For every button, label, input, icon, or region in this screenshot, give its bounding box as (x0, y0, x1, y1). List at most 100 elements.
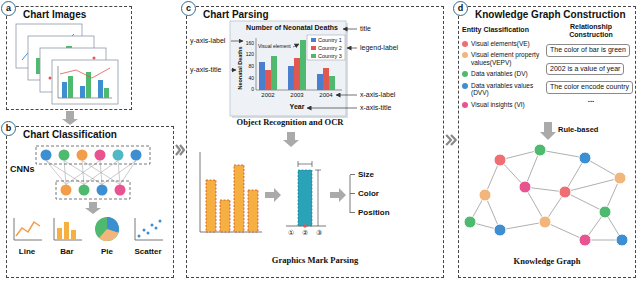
step-caption: Rule-based (558, 126, 598, 135)
network-label: CNNs (10, 164, 35, 174)
chart-type-icons-part (159, 220, 162, 223)
flow-arrow (176, 145, 184, 155)
mark-parsing-figure-part (298, 170, 312, 226)
legend-swatch (462, 102, 468, 108)
chart-type: Pie (101, 247, 113, 256)
sample-chart-part (288, 66, 294, 90)
mark-parsing-figure-part (206, 180, 216, 232)
step-letter: c (182, 2, 195, 15)
tick-label: 0 (251, 87, 254, 93)
chart-image-stack (16, 24, 118, 104)
tick-label: 80 (248, 64, 254, 70)
legend-text: Country 1 (318, 37, 342, 43)
annotation: Visual element (258, 44, 291, 50)
sample-chart-part (307, 35, 345, 60)
cnn-network-part (85, 202, 101, 214)
tick-label: 2004 (319, 92, 332, 99)
step-letter: a (2, 2, 15, 15)
chart-title: Number of Neonatal Deaths (246, 24, 338, 32)
chart-type-icons-part (155, 227, 158, 230)
knowledge-graph-part-part (579, 152, 591, 164)
sample-chart-part (293, 44, 299, 47)
chart-image-stack-part-part (98, 80, 103, 98)
callout-number: ③ (316, 229, 322, 237)
axis-title: Year (290, 103, 305, 111)
property-label: Color (358, 189, 379, 198)
leader-line-part (307, 108, 357, 109)
mark-parsing-figure-part (248, 190, 258, 232)
knowledge-graph-part-part (565, 192, 605, 212)
cnn-network-part (95, 150, 106, 161)
callout-label: y-axis-title (190, 66, 222, 74)
sample-chart-part (311, 46, 316, 50)
mark-parsing-figure-part (318, 170, 319, 226)
mark-parsing-figure-part (234, 165, 244, 232)
knowledge-graph-part-part (464, 216, 476, 228)
callout-number: ② (302, 229, 308, 237)
sample-chart-part (311, 38, 316, 42)
legend-text: Country 3 (318, 53, 342, 59)
legend-swatch (462, 71, 468, 77)
stage-panel: Chart Imagesa (6, 6, 132, 110)
knowledge-graph-part-part (545, 222, 585, 240)
chart-type-icons-part (143, 229, 146, 232)
relation-text: The color encode country (550, 83, 629, 92)
sample-chart-part (230, 21, 346, 116)
legend-text: Visual element property values(VEPV) (471, 51, 544, 66)
property-label: Position (358, 208, 390, 217)
callout-label: legend-label (360, 44, 398, 52)
chart-type-icons-part (64, 222, 69, 240)
cnn-network-part (59, 150, 70, 161)
chart-type-icons-part (135, 218, 163, 240)
ellipsis: ... (588, 95, 595, 104)
knowledge-graph-part-part (565, 178, 620, 192)
cnn-network-part (61, 185, 72, 196)
legend-swatch (462, 41, 468, 47)
mark-parsing-figure-part (220, 200, 230, 232)
chart-type-icons-part (95, 217, 119, 241)
callout-label: y-axis-label (190, 37, 225, 45)
cnn-network-part (36, 146, 150, 164)
cnn-network (36, 146, 150, 214)
chart-type-icons-part (99, 229, 118, 241)
knowledge-graph-part-part (494, 224, 506, 236)
mark-parsing-figure-part (312, 161, 313, 167)
panel-title: Chart Classification (23, 129, 117, 141)
knowledge-graph-part-part (540, 150, 585, 158)
relation-text: The color of bar is green (550, 46, 626, 55)
legend-swatch (462, 83, 468, 89)
step-caption: Knowledge Graph (514, 257, 581, 267)
chart-type: Line (19, 247, 35, 256)
sample-chart-part (323, 68, 329, 90)
leader-line-part (347, 48, 357, 49)
legend-text: Data variables (DV) (471, 70, 528, 77)
panel-title: Knowledge Graph Construction (475, 9, 626, 21)
cnn-network-part (41, 150, 52, 161)
process-arrow (283, 132, 299, 147)
cnn-network-part (115, 185, 126, 196)
cnn-network-part (131, 150, 142, 161)
leader-line (231, 29, 357, 108)
tick-label: 160 (246, 41, 254, 47)
chart-type-icons-part (14, 218, 42, 240)
stage-panel: Chart Classificationb (6, 126, 174, 278)
axis-title: Neonatal Deaths (237, 46, 243, 89)
sample-chart-part (271, 56, 277, 90)
relation-box: The color of bar is green (546, 44, 630, 57)
legend-swatch (462, 52, 468, 58)
mark-parsing-figure-part (265, 188, 281, 202)
process-arrow (540, 122, 556, 140)
flow-arrow (62, 111, 78, 125)
legend-text: Visual insights (VI) (471, 101, 525, 108)
knowledge-graph-part-part (559, 186, 571, 198)
step-caption: Object Recognition and OCR (237, 118, 344, 128)
section-heading: Entity Classification (462, 26, 529, 34)
chart-image-stack-part-part (62, 82, 67, 98)
knowledge-graph-part-part (534, 144, 546, 156)
chart-type-icons-part (71, 230, 76, 240)
tick-label: 120 (246, 52, 254, 58)
property-label: Size (358, 170, 374, 179)
chart-type-icons-part (57, 228, 62, 240)
callout-label: title (360, 25, 371, 33)
